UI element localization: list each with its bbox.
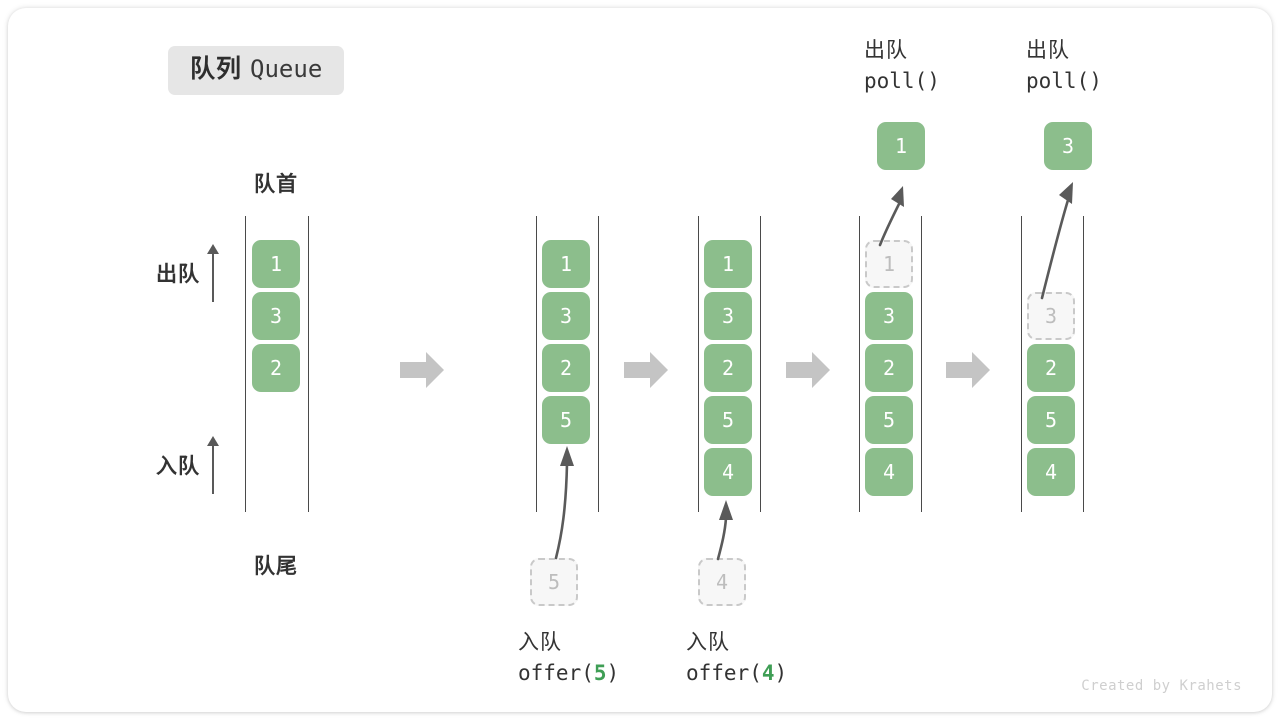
rail-left	[859, 216, 861, 512]
queue-cell: 4	[865, 448, 913, 496]
queue-cell: 1	[542, 240, 590, 288]
queue-cell: 4	[704, 448, 752, 496]
step-arrow-icon	[400, 350, 444, 390]
op-caption-poll-3: 出队 poll()	[1026, 36, 1102, 97]
op-caption-poll-1: 出队 poll()	[864, 36, 940, 97]
op-caption-code: offer(5)	[518, 658, 619, 688]
outgoing-ghost-cell: 3	[1027, 292, 1075, 340]
queue-cell: 5	[542, 396, 590, 444]
op-caption-chinese: 出队	[1026, 39, 1070, 62]
incoming-ghost-cell: 4	[698, 558, 746, 606]
queue-front-label: 队首	[254, 173, 298, 196]
up-arrow-icon	[207, 244, 219, 302]
rail-right	[598, 216, 600, 512]
enqueue-motion-arrow-icon	[716, 500, 733, 561]
dequeue-motion-arrow-icon	[1040, 182, 1073, 300]
op-caption-code: poll()	[1026, 69, 1102, 94]
op-caption-offer-4: 入队 offer(4)	[686, 628, 787, 689]
outgoing-ghost-cell: 1	[865, 240, 913, 288]
op-caption-chinese: 出队	[864, 39, 908, 62]
op-code-name: offer(	[686, 661, 762, 686]
op-caption-chinese: 入队	[518, 631, 562, 654]
rail-left	[698, 216, 700, 512]
queue-cell: 2	[1027, 344, 1075, 392]
queue-cell: 3	[252, 292, 300, 340]
rail-right	[921, 216, 923, 512]
queue-cell: 3	[865, 292, 913, 340]
side-op-dequeue: 出队	[156, 244, 219, 302]
queue-rear-label: 队尾	[254, 555, 298, 578]
step-arrow-icon	[786, 350, 830, 390]
queue-cell: 5	[704, 396, 752, 444]
op-code-arg: 4	[761, 661, 775, 686]
side-op-dequeue-label: 出队	[156, 263, 200, 286]
rail-left	[1021, 216, 1023, 512]
queue-cell: 5	[865, 396, 913, 444]
queue-cell: 3	[542, 292, 590, 340]
rail-right	[760, 216, 762, 512]
rail-left	[536, 216, 538, 512]
credit-text: Created by Krahets	[1081, 678, 1242, 694]
op-code-name: offer(	[518, 661, 594, 686]
op-caption-code: offer(4)	[686, 658, 787, 688]
polled-element-cell: 1	[877, 122, 925, 170]
op-code-close: )	[774, 661, 788, 686]
up-arrow-icon	[207, 436, 219, 494]
op-caption-chinese: 入队	[686, 631, 730, 654]
queue-cell: 2	[865, 344, 913, 392]
queue-cell: 2	[252, 344, 300, 392]
queue-cell: 1	[252, 240, 300, 288]
step-arrow-icon	[946, 350, 990, 390]
polled-element-cell: 3	[1044, 122, 1092, 170]
title-chinese: 队列	[190, 55, 243, 83]
enqueue-motion-arrow-icon	[554, 446, 574, 560]
side-op-enqueue: 入队	[156, 436, 219, 494]
op-caption-code: poll()	[864, 69, 940, 94]
op-code-close: )	[606, 661, 620, 686]
queue-cell: 2	[542, 344, 590, 392]
queue-cell: 3	[704, 292, 752, 340]
rail-right	[1083, 216, 1085, 512]
step-arrow-icon	[624, 350, 668, 390]
op-code-arg: 5	[593, 661, 607, 686]
side-op-enqueue-label: 入队	[156, 455, 200, 478]
queue-cell: 2	[704, 344, 752, 392]
op-caption-offer-5: 入队 offer(5)	[518, 628, 619, 689]
rail-right	[308, 216, 310, 512]
queue-cell: 5	[1027, 396, 1075, 444]
title-english: Queue	[250, 55, 323, 83]
queue-cell: 1	[704, 240, 752, 288]
incoming-ghost-cell: 5	[530, 558, 578, 606]
rail-left	[245, 216, 247, 512]
queue-cell: 4	[1027, 448, 1075, 496]
